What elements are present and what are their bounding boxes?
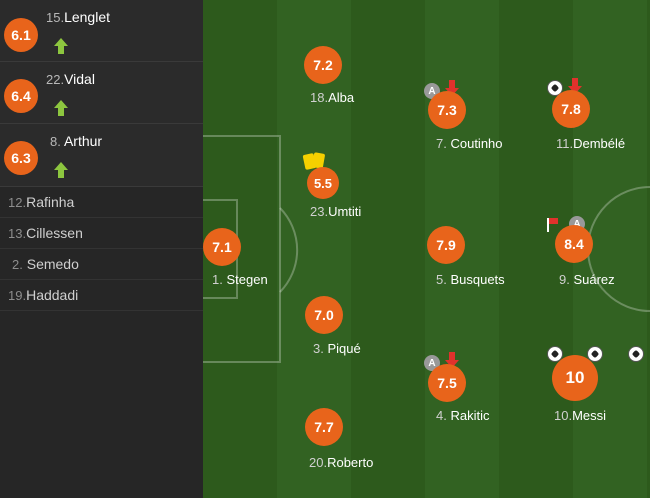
- player-name: 3. Piqué: [313, 341, 361, 356]
- player-rating-badge: 7.5: [428, 364, 466, 402]
- substitution-in-icon: [54, 38, 68, 54]
- player-rating-badge: 7.1: [203, 228, 241, 266]
- player-name: 5. Busquets: [436, 272, 505, 287]
- player-rakitic[interactable]: A 7.5 4. Rakitic: [423, 352, 513, 423]
- football-pitch: 7.1 1. Stegen 7.2 18.Alba 5.5 23.Umtiti …: [203, 0, 650, 498]
- substitutes-panel: 6.1 15.Lenglet 6.4 22.Vidal 6.3 8. Arthu…: [0, 0, 203, 498]
- bench-row-cillessen[interactable]: 13.Cillessen: [0, 218, 203, 249]
- player-name: 10.Messi: [554, 408, 607, 423]
- goal-ball-icon: [547, 346, 563, 362]
- player-name: 18.Alba: [310, 90, 355, 105]
- player-rating-badge: 7.8: [552, 90, 590, 128]
- goal-ball-icon: [587, 346, 604, 362]
- player-rating-badge: 7.9: [427, 226, 465, 264]
- player-name: 1. Stegen: [212, 272, 268, 287]
- bench-row-haddadi[interactable]: 19.Haddadi: [0, 280, 203, 311]
- player-alba[interactable]: 7.2 18.Alba: [304, 46, 394, 116]
- player-name: 20.Roberto: [309, 455, 374, 470]
- player-roberto[interactable]: 7.7 20.Roberto: [305, 408, 395, 478]
- player-rating-badge: 6.3: [4, 141, 38, 175]
- goal-ball-icon: [627, 346, 644, 362]
- player-rating-badge: 7.7: [305, 408, 343, 446]
- player-rating-badge: 7.2: [304, 46, 342, 84]
- player-rating-badge: 8.4: [555, 225, 593, 263]
- bench-row-rafinha[interactable]: 12.Rafinha: [0, 187, 203, 218]
- substitute-name: 15.Lenglet: [46, 9, 111, 25]
- substitute-name: 22.Vidal: [46, 71, 95, 87]
- player-dembele[interactable]: 7.8 11.Dembélé: [546, 78, 636, 151]
- player-name: 4. Rakitic: [436, 408, 490, 423]
- goal-ball-icon: [547, 80, 563, 96]
- player-rating-badge: 7.0: [305, 296, 343, 334]
- player-name: 9. Suárez: [559, 272, 615, 287]
- player-rating-badge: 6.1: [4, 18, 38, 52]
- substitution-in-icon: [54, 100, 68, 116]
- bench-row-semedo[interactable]: 2. Semedo: [0, 249, 203, 280]
- player-messi[interactable]: 10 10.Messi: [545, 344, 645, 423]
- player-coutinho[interactable]: A 7.3 7. Coutinho: [423, 80, 513, 151]
- player-rating-badge: 10: [552, 355, 598, 401]
- corner-flag-icon: [547, 218, 558, 232]
- substitute-row-arthur[interactable]: 6.3 8. Arthur: [0, 124, 203, 187]
- player-pique[interactable]: 7.0 3. Piqué: [305, 296, 395, 366]
- player-rating-badge: 6.4: [4, 79, 38, 113]
- player-name: 7. Coutinho: [436, 136, 503, 151]
- substitute-row-lenglet[interactable]: 6.1 15.Lenglet: [0, 0, 203, 62]
- player-rating-badge: 5.5: [307, 167, 339, 199]
- player-suarez[interactable]: A 8.4 9. Suárez: [545, 214, 635, 287]
- player-rating-badge: 7.3: [428, 91, 466, 129]
- substitution-in-icon: [54, 162, 68, 178]
- substitute-row-vidal[interactable]: 6.4 22.Vidal: [0, 62, 203, 124]
- player-name: 11.Dembélé: [556, 136, 626, 151]
- player-busquets[interactable]: 7.9 5. Busquets: [427, 226, 517, 296]
- substitute-name: 8. Arthur: [50, 133, 103, 149]
- player-stegen[interactable]: 7.1 1. Stegen: [203, 228, 293, 298]
- player-name: 23.Umtiti: [310, 204, 362, 219]
- player-umtiti[interactable]: 5.5 23.Umtiti: [302, 152, 393, 222]
